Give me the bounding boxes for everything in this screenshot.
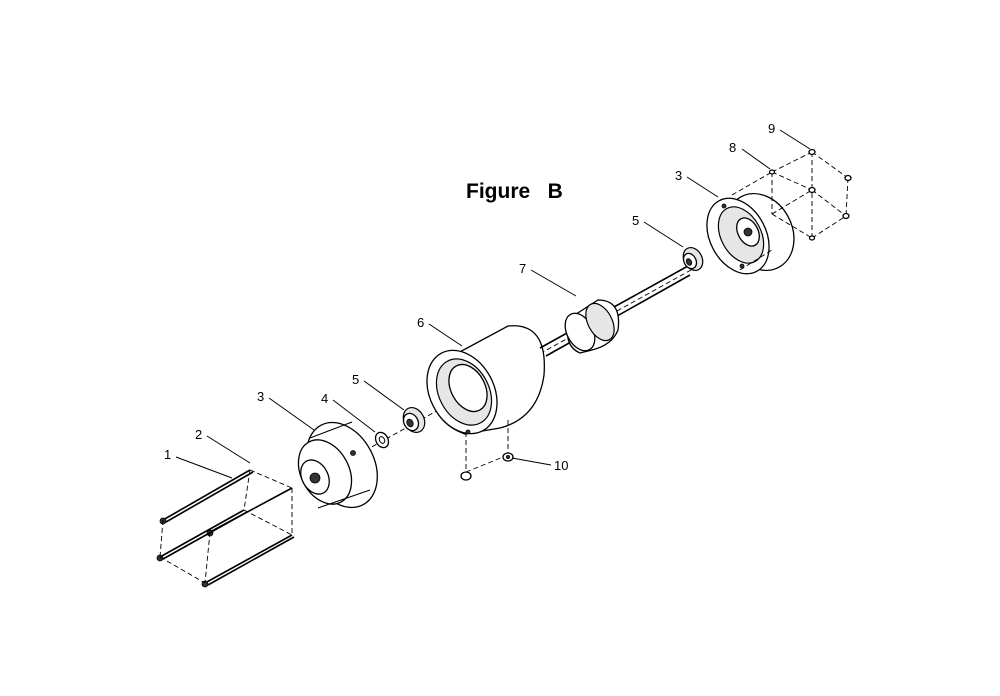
mounting-nuts [460,420,514,481]
end-bell-left [297,421,378,509]
end-bell-right [706,192,795,275]
callout-4: 4 [321,391,328,406]
leader-lines [175,129,811,479]
figure-title: Figure B [466,180,563,203]
callout-5-left: 5 [352,372,359,387]
bearing-right [682,246,704,272]
callout-3-left: 3 [257,389,264,404]
right-hardware [731,148,852,271]
washer [374,431,390,449]
callout-6: 6 [417,315,424,330]
stator-housing [426,325,546,435]
callout-10: 10 [554,458,568,473]
callout-5-right: 5 [632,213,639,228]
callout-3-right: 3 [675,168,682,183]
through-bolts [156,469,295,588]
callout-9: 9 [768,121,775,136]
rotor-shaft [539,265,691,357]
callout-1: 1 [164,447,171,462]
callout-7: 7 [519,261,526,276]
callout-2: 2 [195,427,202,442]
bearing-left [402,406,426,434]
callout-8: 8 [729,140,736,155]
